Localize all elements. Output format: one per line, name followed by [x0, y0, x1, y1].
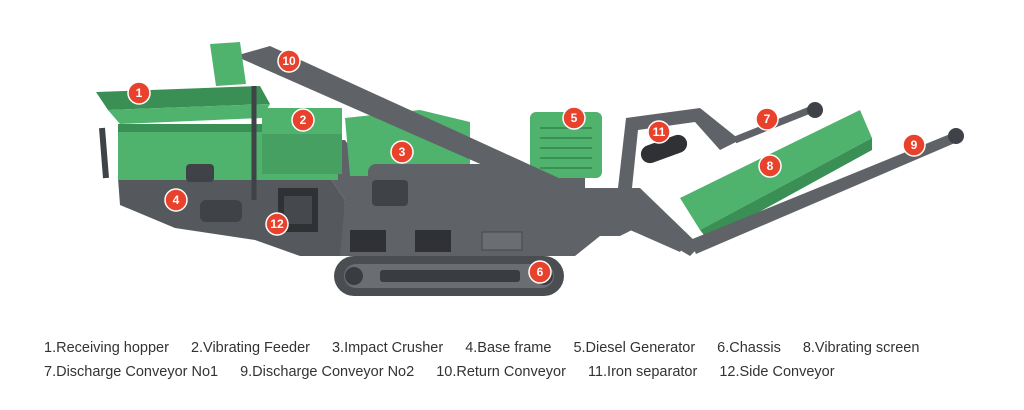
marker-11: 11 — [647, 120, 671, 144]
marker-8: 8 — [758, 154, 782, 178]
svg-text:3: 3 — [399, 145, 406, 159]
legend-item-receiving-hopper: 1.Receiving hopper — [44, 340, 169, 356]
svg-text:10: 10 — [282, 54, 296, 68]
svg-text:6: 6 — [537, 265, 544, 279]
legend-item-vibrating-feeder: 2.Vibrating Feeder — [190, 340, 310, 356]
discharge-conveyor-no1 — [733, 102, 823, 144]
legend-item-side-conveyor: 12.Side Conveyor — [719, 364, 835, 380]
legend-row-1: 1.Receiving hopper 2.Vibrating Feeder 3.… — [44, 336, 1004, 360]
svg-text:1: 1 — [136, 86, 143, 100]
legend-item-vibrating-screen: 8.Vibrating screen — [802, 340, 920, 356]
svg-text:9: 9 — [911, 138, 918, 152]
iron-separator — [618, 108, 740, 188]
marker-4: 4 — [164, 188, 188, 212]
legend-item-chassis: 6.Chassis — [717, 340, 781, 356]
svg-text:11: 11 — [653, 125, 666, 139]
mobile-crusher-diagram: 1 2 3 4 5 6 7 8 9 10 11 12 — [96, 42, 964, 296]
legend-row-2: 7.Discharge Conveyor No1 9.Discharge Con… — [44, 360, 1004, 384]
legend-item-impact-crusher: 3.Impact Crusher — [331, 340, 444, 356]
svg-text:5: 5 — [571, 111, 578, 125]
legend-item-base-frame: 4.Base frame — [465, 340, 552, 356]
legend-item-diesel-generator: 5.Diesel Generator — [573, 340, 696, 356]
marker-10: 10 — [277, 49, 301, 73]
marker-12: 12 — [265, 212, 289, 236]
svg-text:12: 12 — [270, 217, 284, 231]
legend: 1.Receiving hopper 2.Vibrating Feeder 3.… — [44, 336, 1004, 384]
marker-2: 2 — [291, 108, 315, 132]
legend-item-return-conveyor: 10.Return Conveyor — [436, 364, 566, 380]
legend-item-discharge-conveyor-no1: 7.Discharge Conveyor No1 — [44, 364, 219, 380]
diesel-generator — [530, 112, 602, 178]
return-conveyor — [210, 42, 690, 252]
discharge-conveyor-no2 — [690, 128, 964, 254]
marker-3: 3 — [390, 140, 414, 164]
marker-9: 9 — [902, 133, 926, 157]
marker-1: 1 — [127, 81, 151, 105]
svg-text:7: 7 — [764, 112, 771, 126]
legend-item-iron-separator: 11.Iron separator — [587, 364, 698, 380]
svg-text:2: 2 — [300, 113, 307, 127]
marker-7: 7 — [755, 107, 779, 131]
legend-item-discharge-conveyor-no2: 9.Discharge Conveyor No2 — [240, 364, 415, 380]
marker-6: 6 — [528, 260, 552, 284]
side-conveyor — [278, 188, 318, 232]
marker-5: 5 — [562, 106, 586, 130]
svg-text:8: 8 — [767, 159, 774, 173]
svg-text:4: 4 — [173, 193, 180, 207]
